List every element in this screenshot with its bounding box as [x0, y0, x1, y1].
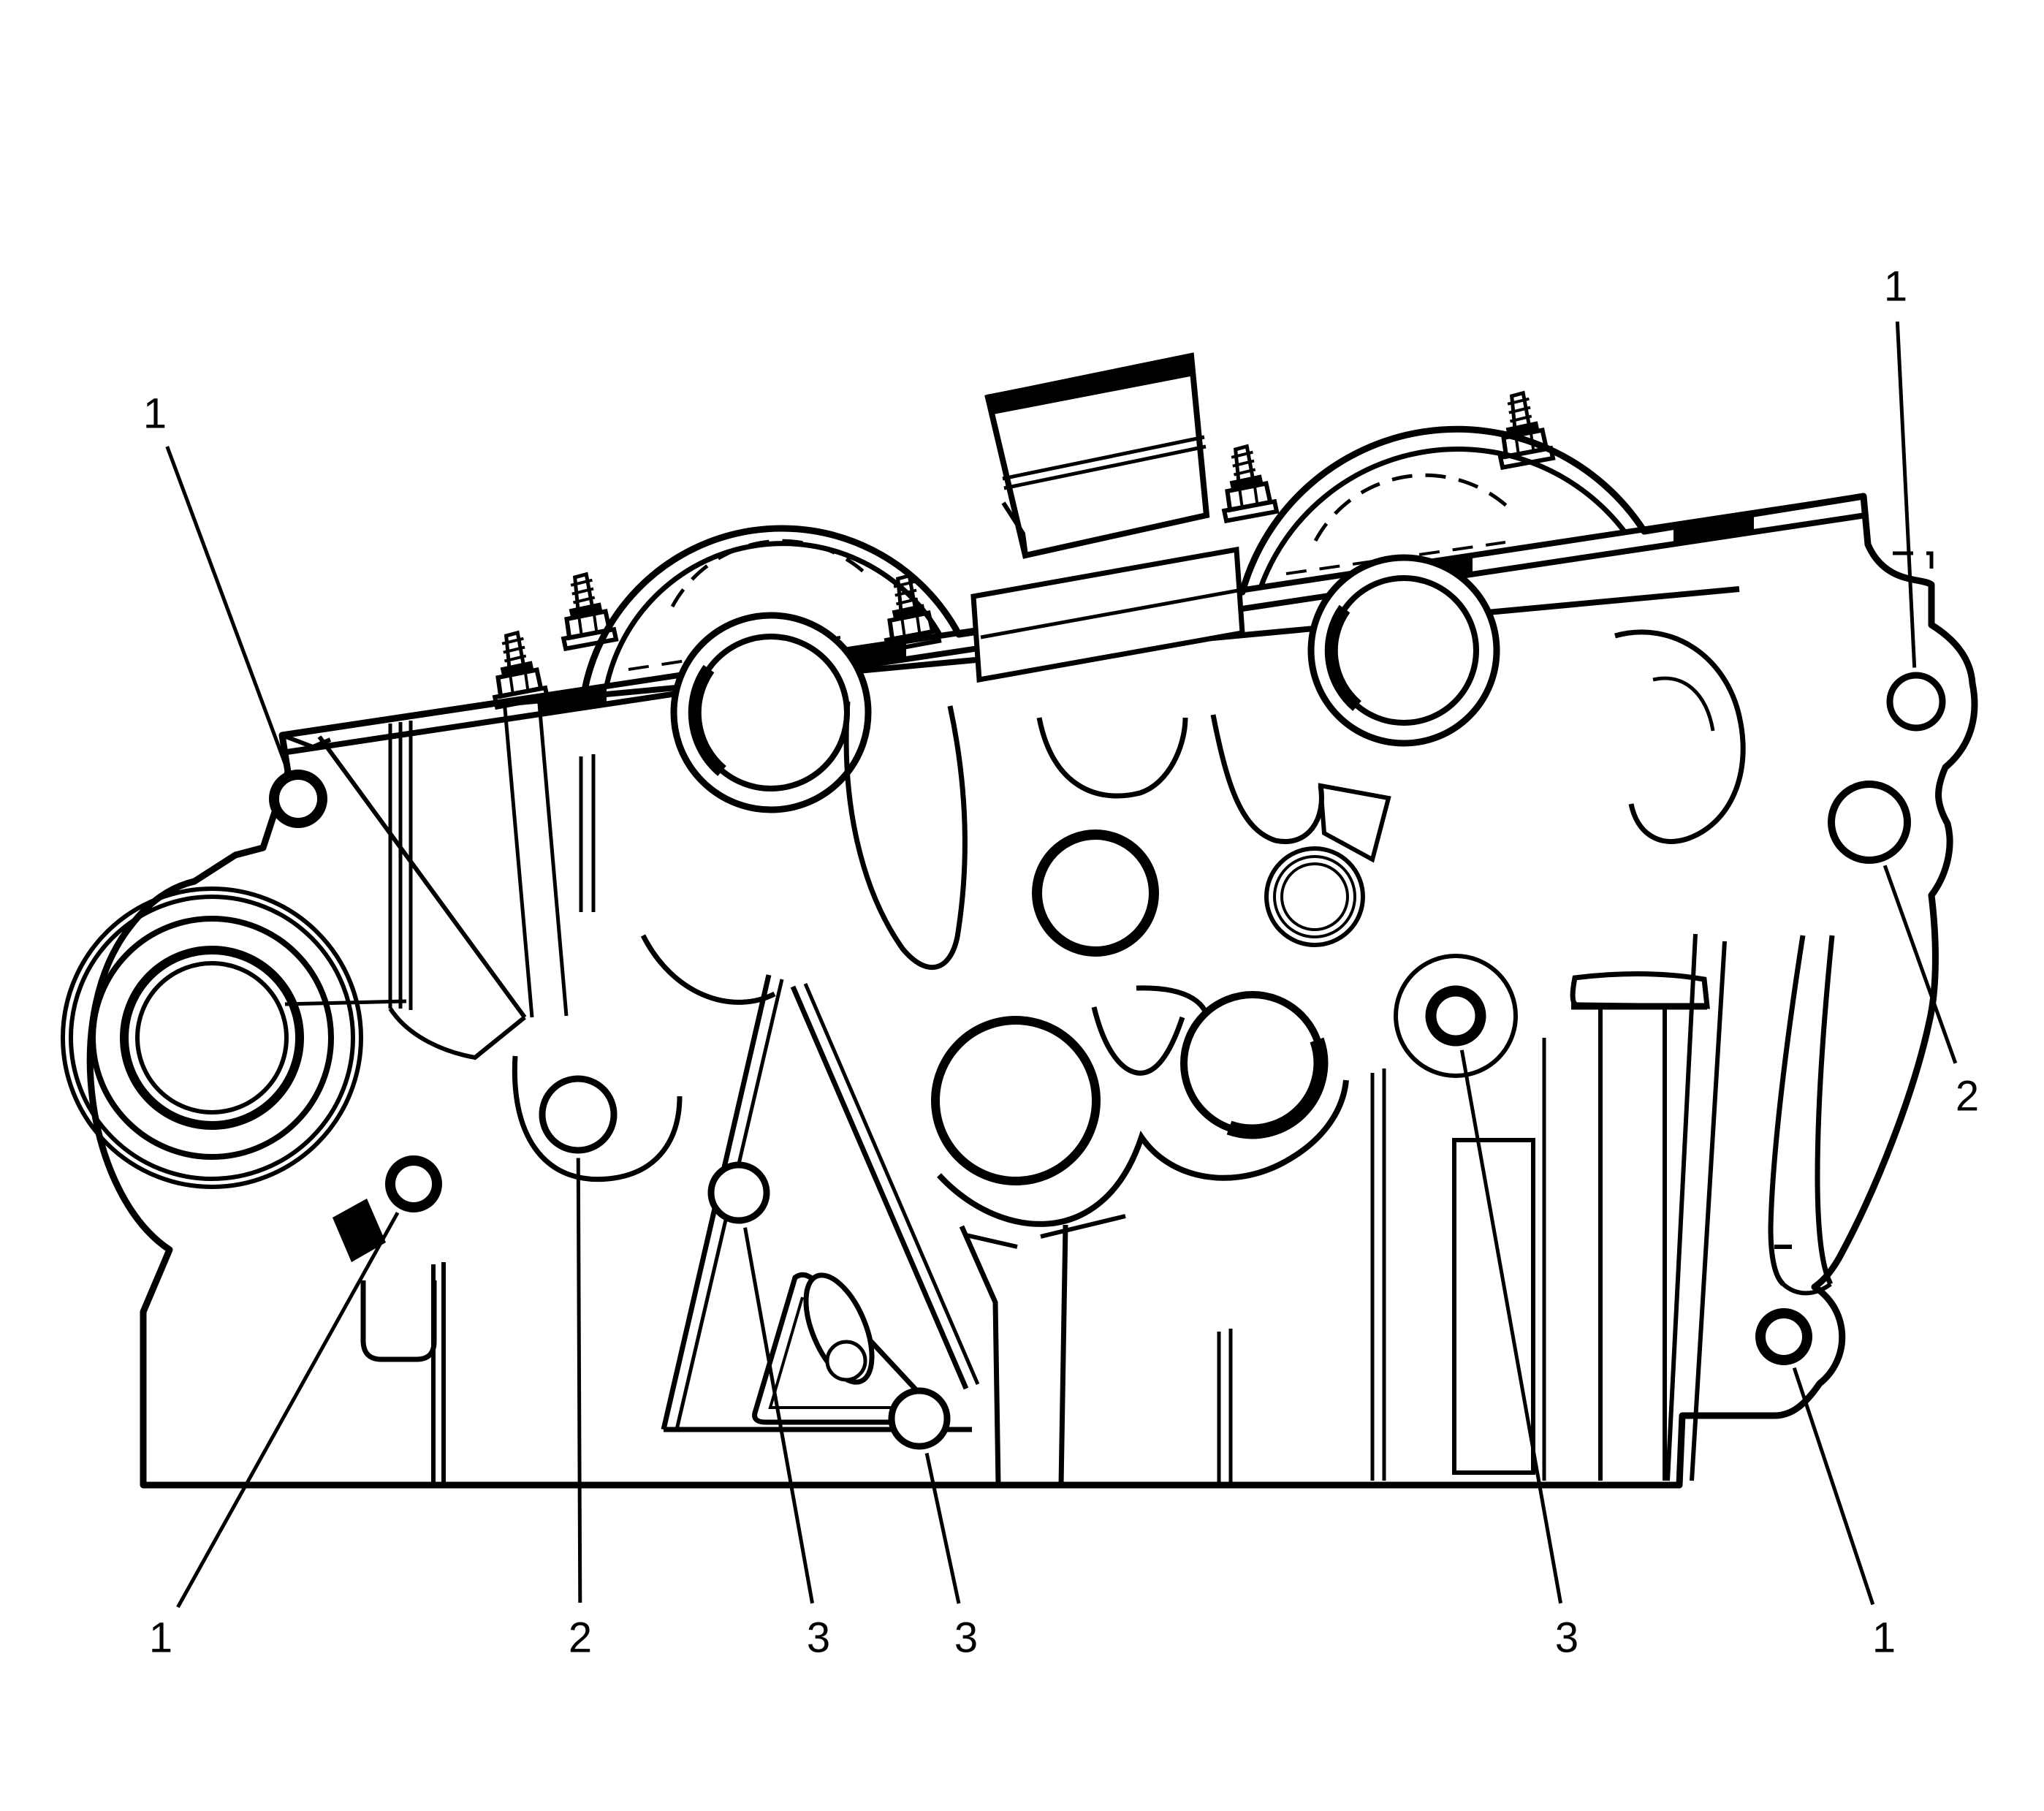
center-ports [931, 829, 1365, 1486]
callout-label: 1 [1884, 263, 1907, 311]
lower-left-tab [333, 1199, 446, 1484]
callout-outer-circle [1394, 954, 1518, 1078]
engine-line-art [61, 352, 1978, 1489]
leader-line [1895, 321, 1917, 668]
bolt-hole-marker [1755, 1308, 1812, 1365]
leader-line [743, 1227, 815, 1604]
leader-line [176, 1212, 400, 1609]
leader-line [1882, 865, 1958, 1064]
left-face-details [284, 694, 683, 1182]
leader-line [924, 1452, 961, 1604]
callout-bottom-3a: 3 [707, 1161, 830, 1662]
callout-label: 1 [1872, 1614, 1896, 1662]
callout-right: 2 [1828, 781, 1979, 1120]
callout-upper-right: 1 [1884, 263, 1946, 732]
callout-label: 1 [149, 1614, 172, 1662]
bolt-hole-marker [1828, 781, 1911, 864]
callout-label: 3 [1555, 1614, 1578, 1662]
left-flange [61, 886, 363, 1189]
callout-label: 3 [807, 1614, 830, 1662]
leader-line [165, 446, 289, 768]
leader-line [1459, 1049, 1563, 1604]
callout-bottom-3c: 3 [1394, 954, 1578, 1662]
right-side-details [1370, 551, 1934, 1481]
filler-neck [970, 352, 1245, 683]
bolt-hole-marker [707, 1161, 770, 1224]
callout-label: 2 [569, 1614, 592, 1662]
bolt-hole-marker [539, 1075, 618, 1154]
callout-lower-left: 1 [149, 1155, 442, 1662]
bolt-hole-marker [888, 1387, 951, 1450]
bolt-hole-marker [385, 1155, 442, 1212]
callout-label: 1 [143, 390, 167, 438]
callout-label: 3 [954, 1614, 978, 1662]
leader-line [576, 1158, 582, 1603]
leader-line [1792, 1367, 1875, 1606]
callout-layer: 1 1 2 1 2 3 3 3 1 [143, 263, 1979, 1662]
bolt-hole-marker [1886, 672, 1946, 732]
callout-bottom-2: 2 [539, 1075, 618, 1662]
bolt-hole-marker [269, 770, 327, 828]
callout-bottom-3b: 3 [888, 1387, 978, 1662]
bolt-hole-marker [1425, 985, 1486, 1047]
callout-label: 2 [1956, 1073, 1979, 1120]
casting-webbing [640, 629, 1746, 1005]
callout-bottom-right: 1 [1755, 1308, 1896, 1662]
callout-upper-left: 1 [143, 390, 327, 828]
